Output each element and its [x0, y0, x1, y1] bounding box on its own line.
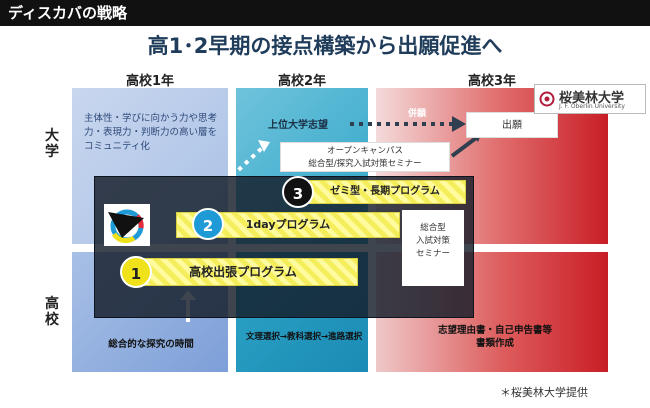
application-label: 出願 — [502, 120, 522, 131]
obirin-emblem-icon — [539, 91, 555, 107]
program-number-2-badge: 2 — [192, 208, 224, 240]
column-header-year3: 高校3年 — [467, 74, 517, 89]
row-label-highschool: 高校 — [45, 296, 59, 328]
dotted-arrow-line-up — [230, 146, 264, 178]
program-bar-3: ゼミ型・長期プログラム — [304, 180, 466, 204]
community-description: 主体性・学びに向かう力や思考力・表現力・判断力の高い層をコミュニティ化 — [84, 113, 218, 152]
discava-logo — [104, 204, 150, 246]
sogo-seminar-box: 総合型 入試対策 セミナー — [402, 210, 464, 286]
discava-logo-icon — [108, 209, 144, 244]
arrow-line-to-application — [450, 136, 478, 158]
application-documents-label: 志望理由書・自己申告書等 書類作成 — [437, 325, 552, 349]
column-header-year2: 高校2年 — [277, 74, 327, 89]
program-bar-1: 高校出張プログラム — [128, 258, 358, 286]
inquiry-time-label: 総合的な探究の時間 — [108, 339, 194, 350]
program-number-3-badge: 3 — [282, 176, 314, 208]
arrow-head-heigan — [452, 116, 466, 132]
credit-text: ＊桜美林大学提供 — [500, 386, 588, 399]
program-number-1-badge: 1 — [120, 256, 152, 288]
column-header-year1: 高校1年 — [125, 74, 175, 89]
obirin-logo-subname: J. F. Oberlin University — [559, 103, 625, 110]
course-selection-label: 文理選択→教科選択→進路選択 — [245, 332, 363, 342]
header-title: ディスカバの戦略 — [8, 4, 127, 22]
heigan-label: 併願 — [408, 109, 427, 119]
top-university-target-label: 上位大学志望 — [268, 120, 328, 131]
row-label-university: 大学 — [45, 128, 59, 160]
obirin-logo-name: 桜美林大学 — [559, 91, 625, 106]
application-box: 出願 — [466, 112, 558, 138]
obirin-logo: 桜美林大学 J. F. Oberlin University — [534, 84, 646, 114]
header-bar: ディスカバの戦略 — [0, 0, 650, 26]
open-campus-box: オープンキャンパス 総合型/探究入試対策セミナー — [280, 142, 450, 172]
main-title: 高1･2早期の接点構築から出願促進へ — [147, 34, 503, 58]
arrow-head-up — [258, 140, 270, 152]
